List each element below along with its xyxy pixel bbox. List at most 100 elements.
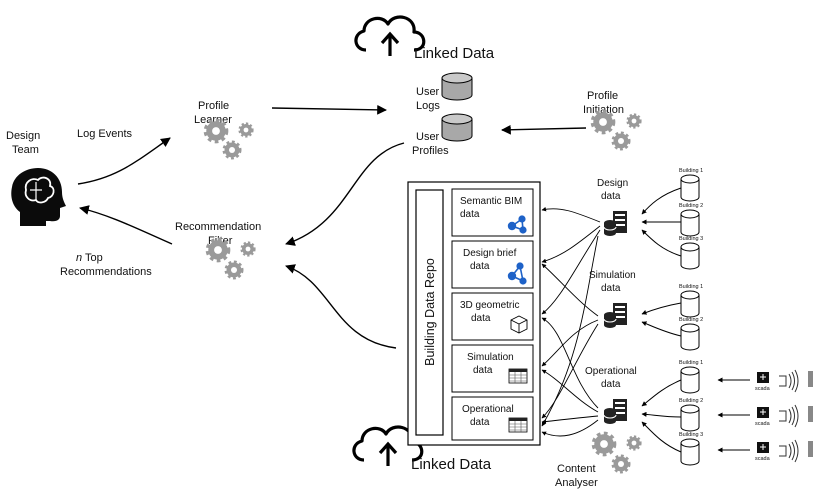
building-label: Building 1 bbox=[679, 284, 703, 290]
repo-item-design-brief: Design brief data bbox=[451, 240, 534, 289]
user-logs-db-icon bbox=[441, 72, 473, 101]
source-label-line2: data bbox=[601, 191, 621, 202]
log-events-label: Log Events bbox=[77, 128, 133, 140]
repo-item-label-line1: Semantic BIM bbox=[460, 196, 522, 207]
source-simulation: Simulation data bbox=[589, 270, 636, 329]
arrow-to-user-logs bbox=[271, 104, 387, 115]
database-icon bbox=[680, 209, 700, 237]
source-label-line1: Simulation bbox=[589, 270, 636, 281]
gears-icon bbox=[594, 434, 642, 474]
database-icon bbox=[680, 323, 700, 351]
design-team: Design Team bbox=[6, 130, 66, 226]
sensor-wave-icon bbox=[779, 369, 799, 393]
repo-item-simulation: Simulation data bbox=[451, 344, 534, 393]
meter-icon bbox=[808, 441, 813, 457]
cube-icon bbox=[510, 315, 528, 334]
graph-network-icon bbox=[507, 262, 527, 285]
server-database-icon bbox=[603, 398, 628, 425]
meter-icon bbox=[808, 371, 813, 387]
spreadsheet-icon bbox=[508, 368, 528, 384]
building-label: Building 3 bbox=[679, 432, 703, 438]
arrow-profile-initiation bbox=[501, 124, 587, 135]
scada-label: scada bbox=[755, 386, 771, 392]
arrow-profiles-to-filter bbox=[285, 142, 405, 246]
source-label-line2: data bbox=[601, 283, 621, 294]
scada-row-3: scada bbox=[717, 439, 813, 463]
server-database-icon bbox=[603, 210, 628, 237]
arrow-repo-to-filter bbox=[285, 264, 397, 349]
database-icon bbox=[680, 290, 700, 318]
content-analyser: Content Analyser bbox=[555, 434, 642, 489]
database-icon bbox=[680, 438, 700, 466]
repo-item-label-line2: data bbox=[471, 313, 491, 324]
server-database-icon bbox=[603, 302, 628, 329]
repo-item-label-line2: data bbox=[460, 209, 480, 220]
database-icon bbox=[680, 404, 700, 432]
repo-item-label-line1: Simulation bbox=[467, 352, 514, 363]
user-store: User Logs User Profiles bbox=[412, 72, 473, 157]
server-to-repo-arrows bbox=[541, 206, 601, 437]
building-data-repo: Building Data Repo Semantic BIM data Des… bbox=[407, 181, 541, 446]
content-analyser-label-line1: Content bbox=[557, 463, 596, 475]
building-label: Building 1 bbox=[679, 168, 703, 174]
database-icon bbox=[680, 242, 700, 270]
source-operational: Operational data bbox=[585, 366, 637, 425]
top-recommendations-label: n Top Recommendations bbox=[60, 252, 152, 278]
gears-icon bbox=[593, 112, 642, 151]
building-label: Building 2 bbox=[679, 398, 703, 404]
database-icon bbox=[680, 366, 700, 394]
arrow-recommendations bbox=[79, 205, 173, 245]
user-logs-label-line1: User bbox=[416, 86, 440, 98]
user-profiles-label-line2: Profiles bbox=[412, 145, 449, 157]
repo-item-operational: Operational data bbox=[451, 396, 534, 441]
repo-item-3d-geometric: 3D geometric data bbox=[451, 292, 534, 341]
source-label-line1: Design bbox=[597, 178, 628, 189]
linked-data-top-label: Linked Data bbox=[414, 45, 495, 62]
meter-icon bbox=[808, 406, 813, 422]
spreadsheet-icon bbox=[508, 417, 528, 433]
building-databases: Building 1 Building 2 Building 3 Buildin… bbox=[679, 168, 703, 466]
linked-data-bottom: Linked Data bbox=[352, 425, 492, 473]
building-label: Building 2 bbox=[679, 317, 703, 323]
repo-item-label-line2: data bbox=[470, 261, 490, 272]
top-recommendations-line1: n Top bbox=[76, 252, 103, 264]
source-design: Design data bbox=[597, 178, 628, 237]
design-team-label-line1: Design bbox=[6, 130, 40, 142]
scada-row-2: scada bbox=[717, 404, 813, 428]
user-profiles-db-icon bbox=[441, 113, 473, 142]
repo-item-semantic-bim: Semantic BIM data bbox=[451, 188, 534, 237]
top-recommendations-line2: Recommendations bbox=[60, 266, 152, 278]
profile-initiation-label-line1: Profile bbox=[587, 90, 618, 102]
building-label: Building 1 bbox=[679, 360, 703, 366]
content-analyser-label-line2: Analyser bbox=[555, 477, 598, 489]
repo-item-label-line1: Operational bbox=[462, 404, 514, 415]
repo-item-label-line2: data bbox=[470, 417, 490, 428]
repo-item-label-line1: Design brief bbox=[463, 248, 517, 259]
recommendation-filter: Recommendation Filter bbox=[175, 221, 261, 280]
user-profiles-label-line1: User bbox=[416, 131, 440, 143]
linked-data-bottom-label: Linked Data bbox=[411, 456, 492, 473]
design-team-label-line2: Team bbox=[12, 144, 39, 156]
scada-label: scada bbox=[755, 421, 771, 427]
left-arrows: Log Events bbox=[77, 104, 587, 349]
scada-label: scada bbox=[755, 456, 771, 462]
graph-network-icon bbox=[507, 215, 527, 234]
gears-icon bbox=[206, 121, 254, 160]
sensor-wave-icon bbox=[779, 404, 799, 428]
user-logs-label-line2: Logs bbox=[416, 100, 440, 112]
profile-learner-label-line1: Profile bbox=[198, 100, 229, 112]
database-icon bbox=[680, 174, 700, 202]
recommendation-filter-label-line1: Recommendation bbox=[175, 221, 261, 233]
source-label-line2: data bbox=[601, 379, 621, 390]
repo-title: Building Data Repo bbox=[423, 258, 437, 366]
sensor-wave-icon bbox=[779, 439, 799, 463]
profile-initiation: Profile Initiation bbox=[583, 90, 642, 151]
linked-data-top: Linked Data bbox=[354, 15, 495, 62]
db-to-server-arrows bbox=[641, 187, 682, 453]
repo-title-box bbox=[415, 189, 444, 436]
brain-head-icon bbox=[11, 168, 66, 226]
scada-row-1: scada bbox=[717, 369, 813, 393]
arrow-log-events bbox=[77, 137, 171, 185]
building-label: Building 3 bbox=[679, 236, 703, 242]
